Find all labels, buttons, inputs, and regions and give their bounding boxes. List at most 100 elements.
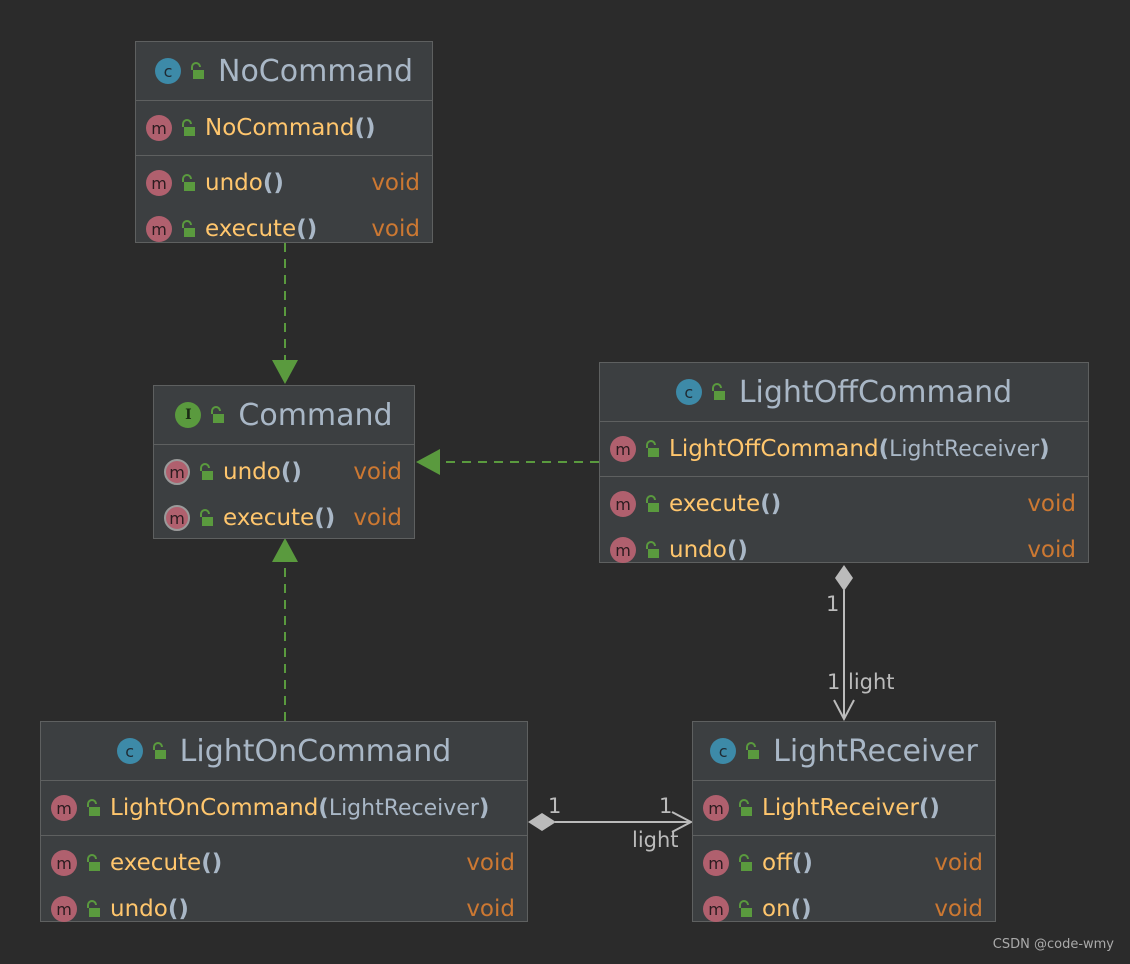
class-header: c NoCommand — [136, 42, 432, 101]
method-name: undo() — [223, 459, 302, 485]
class-lightreceiver[interactable]: c LightReceiver m LightReceiver() m off(… — [692, 721, 996, 922]
method-m-icon: m — [610, 491, 636, 517]
method-m-icon: m — [51, 795, 77, 821]
public-lock-icon — [182, 119, 195, 136]
edge-lightoff-diamond — [835, 565, 853, 591]
public-lock-icon — [739, 854, 752, 871]
return-type: void — [1027, 491, 1076, 517]
public-lock-icon — [182, 174, 195, 191]
edge-label-off-target-mult: 1 — [827, 670, 841, 694]
public-lock-icon — [191, 62, 204, 79]
method-row[interactable]: m off() void — [693, 840, 995, 886]
methods-section: m execute() void m undo() void — [600, 477, 1088, 577]
edge-label-off-role: light — [848, 670, 895, 694]
class-c-icon: c — [116, 738, 143, 764]
methods-section: m undo() void m execute() void — [136, 156, 432, 256]
method-m-icon: m — [610, 436, 636, 462]
method-m-icon: m — [703, 850, 729, 876]
class-c-icon: c — [155, 58, 181, 84]
public-lock-icon — [152, 742, 166, 759]
return-type: void — [353, 459, 402, 485]
constructor-row[interactable]: m LightReceiver() — [693, 785, 995, 831]
param-type: LightReceiver — [889, 437, 1040, 462]
method-name: execute() — [205, 216, 318, 242]
edge-label-on-source-mult: 1 — [548, 794, 562, 818]
method-row[interactable]: m on() void — [693, 886, 995, 932]
method-row[interactable]: m execute() void — [41, 840, 527, 886]
return-type: void — [371, 170, 420, 196]
public-lock-icon — [87, 799, 100, 816]
public-lock-icon — [711, 383, 725, 400]
method-m-icon: m — [146, 115, 172, 141]
public-lock-icon — [87, 900, 100, 917]
class-nocommand[interactable]: c NoCommand m NoCommand() m undo() void … — [135, 41, 433, 243]
method-m-icon: m — [703, 795, 729, 821]
constructor-row[interactable]: m NoCommand() — [136, 105, 432, 151]
return-type: void — [934, 896, 983, 922]
class-name: Command — [238, 397, 393, 433]
abstract-method-m-icon: m — [164, 459, 190, 485]
constructor-name: NoCommand() — [205, 115, 376, 141]
method-name: undo() — [110, 896, 189, 922]
watermark: CSDN @code-wmy — [992, 937, 1114, 952]
method-name: on() — [762, 896, 812, 922]
constructor-row[interactable]: m LightOnCommand(LightReceiver) — [41, 785, 527, 831]
constructor-row[interactable]: m LightOffCommand(LightReceiver) — [600, 426, 1088, 472]
class-name: LightReceiver — [773, 733, 978, 769]
method-row[interactable]: m execute() void — [136, 206, 432, 252]
method-row[interactable]: m execute() void — [600, 481, 1088, 527]
class-name: LightOnCommand — [179, 733, 452, 769]
constructor-name: LightOnCommand(LightReceiver) — [110, 795, 490, 821]
method-m-icon: m — [146, 170, 172, 196]
public-lock-icon — [646, 440, 659, 457]
edge-label-on-target-mult: 1 — [659, 794, 673, 818]
class-header: I Command — [154, 386, 414, 445]
edge-lightoff-arrowhead — [416, 449, 440, 475]
method-m-icon: m — [51, 850, 77, 876]
public-lock-icon — [211, 406, 225, 423]
class-lightoffcommand[interactable]: c LightOffCommand m LightOffCommand(Ligh… — [599, 362, 1089, 563]
return-type: void — [466, 896, 515, 922]
constructor-section: m LightOffCommand(LightReceiver) — [600, 422, 1088, 477]
interface-i-icon: I — [175, 402, 202, 428]
method-name: execute() — [223, 505, 336, 531]
constructor-name: LightReceiver() — [762, 795, 940, 821]
methods-section: m undo() void m execute() void — [154, 445, 414, 545]
param-type: LightReceiver — [328, 796, 479, 821]
methods-section: m off() void m on() void — [693, 836, 995, 936]
constructor-name: LightOffCommand(LightReceiver) — [669, 436, 1050, 462]
class-c-icon: c — [675, 379, 702, 405]
return-type: void — [466, 850, 515, 876]
class-header: c LightOffCommand — [600, 363, 1088, 422]
edge-lightoff-open-arrow — [833, 699, 855, 722]
method-name: off() — [762, 850, 813, 876]
method-row[interactable]: m undo() void — [600, 527, 1088, 573]
method-m-icon: m — [51, 896, 77, 922]
method-name: undo() — [205, 170, 284, 196]
public-lock-icon — [200, 509, 213, 526]
method-row[interactable]: m execute() void — [154, 495, 414, 541]
class-name: LightOffCommand — [738, 374, 1013, 410]
class-header: c LightOnCommand — [41, 722, 527, 781]
methods-section: m execute() void m undo() void — [41, 836, 527, 936]
method-name: execute() — [110, 850, 223, 876]
method-row[interactable]: m undo() void — [136, 160, 432, 206]
constructor-section: m LightReceiver() — [693, 781, 995, 836]
interface-command[interactable]: I Command m undo() void m execute() void — [153, 385, 415, 539]
public-lock-icon — [200, 463, 213, 480]
method-row[interactable]: m undo() void — [41, 886, 527, 932]
constructor-section: m LightOnCommand(LightReceiver) — [41, 781, 527, 836]
class-header: c LightReceiver — [693, 722, 995, 781]
method-row[interactable]: m undo() void — [154, 449, 414, 495]
edge-lighton-diamond — [528, 813, 556, 831]
edge-lighton-arrowhead — [272, 538, 298, 562]
edge-lighton-open-arrow — [671, 811, 694, 833]
class-c-icon: c — [710, 738, 737, 764]
method-m-icon: m — [146, 216, 172, 242]
public-lock-icon — [739, 900, 752, 917]
return-type: void — [353, 505, 402, 531]
class-lightoncommand[interactable]: c LightOnCommand m LightOnCommand(LightR… — [40, 721, 528, 922]
public-lock-icon — [87, 854, 100, 871]
method-name: execute() — [669, 491, 782, 517]
